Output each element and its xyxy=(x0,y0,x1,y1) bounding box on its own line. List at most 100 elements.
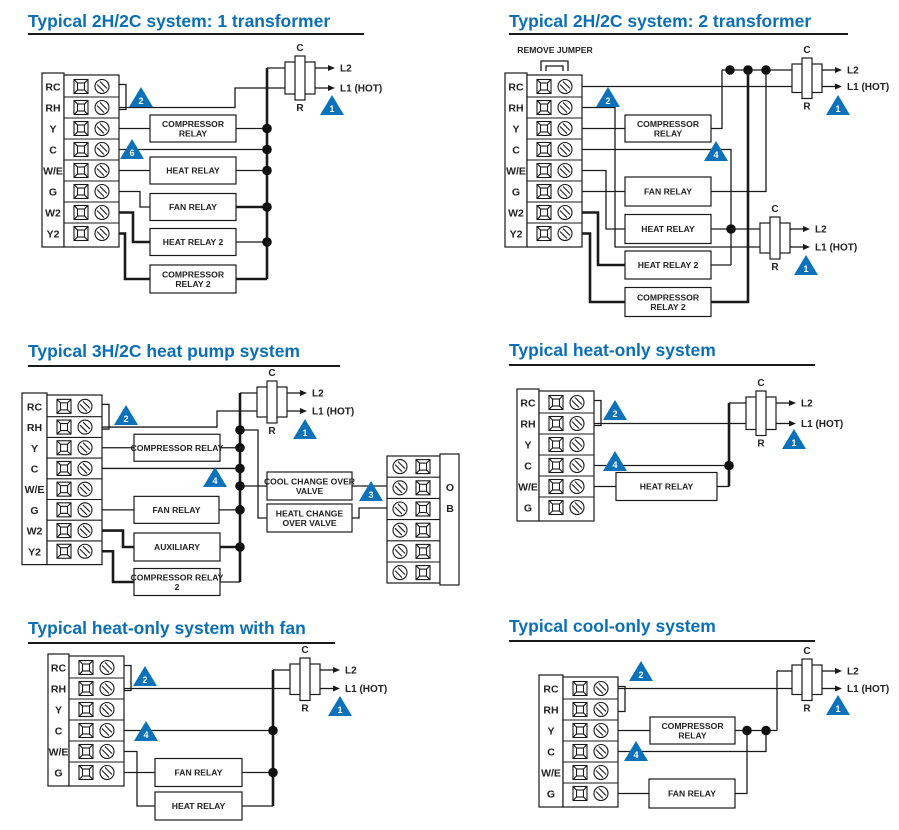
screw-slot xyxy=(595,767,607,778)
warning-triangle-icon xyxy=(203,467,227,487)
terminal-corner-lines xyxy=(536,205,552,220)
terminal-corner-lines xyxy=(73,163,89,178)
jumper-wire xyxy=(119,83,127,111)
terminal-label: RC xyxy=(520,398,536,410)
jumper-wire xyxy=(124,664,132,692)
relay-label: COMPRESSOR RELAY xyxy=(131,572,224,582)
screw-icon xyxy=(99,722,115,739)
screw-icon xyxy=(392,480,408,496)
note-number: 3 xyxy=(368,490,373,500)
arrow-right-icon xyxy=(789,400,796,406)
note-marker: 3 xyxy=(359,481,383,501)
junction-dot xyxy=(235,463,245,474)
screw-icon xyxy=(557,78,573,95)
terminal-square-inner xyxy=(59,422,69,432)
terminal-label: RH xyxy=(520,419,535,431)
junction-dot xyxy=(262,144,272,155)
warning-triangle-icon xyxy=(134,721,158,741)
screw-slot xyxy=(559,228,571,239)
line-l2-label: L2 xyxy=(340,64,352,75)
wire xyxy=(119,232,150,281)
arrow-right-icon xyxy=(835,83,842,90)
note-number: 1 xyxy=(835,704,840,714)
relay-label: COMPRESSOR xyxy=(661,721,724,731)
terminal-square-icon xyxy=(572,701,588,718)
wire xyxy=(102,549,134,584)
relay-box: FAN RELAY xyxy=(133,495,220,524)
terminal-corner-lines xyxy=(548,395,564,410)
screw-icon xyxy=(392,543,408,559)
terminal-label: C xyxy=(31,463,39,475)
relay-frame xyxy=(615,471,718,502)
terminal-corner-lines xyxy=(73,184,89,199)
screw-icon xyxy=(593,743,609,760)
screw-icon xyxy=(392,501,408,517)
terminal-label: Y xyxy=(547,726,554,738)
wire xyxy=(711,70,750,304)
jumper-wire xyxy=(618,685,626,713)
wire xyxy=(582,232,625,304)
terminal-square-icon xyxy=(73,78,89,95)
terminal-square-inner xyxy=(575,768,585,777)
screw-icon xyxy=(94,78,110,95)
terminal-strip xyxy=(538,390,595,522)
terminal-square-icon xyxy=(536,225,552,242)
terminal-corner-lines xyxy=(548,458,564,473)
relay-box: FAN RELAY xyxy=(648,778,736,809)
note-number: 2 xyxy=(605,96,610,106)
terminal-corner-lines xyxy=(572,723,588,738)
note-number: 2 xyxy=(142,675,147,685)
terminal-corner-lines xyxy=(73,205,89,220)
note-number: 4 xyxy=(612,460,617,470)
screw-icon xyxy=(77,543,93,559)
relay-label: AUXILIARY xyxy=(154,542,200,552)
relay-label: HEAT RELAY xyxy=(166,166,220,176)
screw-slot xyxy=(394,546,406,557)
note-marker: 2 xyxy=(596,87,620,107)
note-number: 2 xyxy=(123,414,128,424)
arrow-right-icon xyxy=(333,667,340,673)
screw-icon xyxy=(593,722,609,739)
line-l1-label: L1 (HOT) xyxy=(312,407,354,418)
valve-terminal-block: OB xyxy=(386,453,460,586)
screw-slot xyxy=(96,186,108,197)
terminal-square-inner xyxy=(81,663,91,672)
screw-icon xyxy=(557,204,573,221)
warning-triangle-icon xyxy=(624,741,648,761)
screw-slot xyxy=(559,81,571,92)
transformer-core xyxy=(801,658,813,702)
relay-box: HEAT RELAY 2 xyxy=(624,250,712,280)
screw-slot xyxy=(394,461,406,472)
terminal-square-icon xyxy=(56,440,72,456)
screw-slot xyxy=(394,524,406,536)
wire xyxy=(582,211,625,267)
screw-icon xyxy=(94,141,110,158)
relay-label: FAN RELAY xyxy=(169,202,217,212)
screw-icon xyxy=(593,785,609,802)
terminal-label: RH xyxy=(45,103,60,115)
warning-triangle-icon xyxy=(293,419,317,439)
arrow-right-icon xyxy=(328,85,335,91)
relay-frame xyxy=(624,250,712,280)
terminal-corner-lines xyxy=(548,479,564,494)
screw-slot xyxy=(559,123,571,134)
wire xyxy=(102,529,134,549)
terminal-corner-lines xyxy=(536,100,552,115)
note-number: 1 xyxy=(337,705,342,715)
arrow-right-icon xyxy=(835,668,842,674)
relay-label: FAN RELAY xyxy=(175,768,223,778)
terminal-label: C xyxy=(55,726,63,738)
relay-frame xyxy=(649,716,736,745)
transformer-r-label: R xyxy=(803,102,811,113)
terminal-label: RC xyxy=(51,663,67,675)
terminal-square-inner xyxy=(81,726,91,735)
transformer-c-label: C xyxy=(771,204,778,215)
junction-dot xyxy=(262,237,272,247)
relay-label: OVER VALVE xyxy=(282,518,336,528)
